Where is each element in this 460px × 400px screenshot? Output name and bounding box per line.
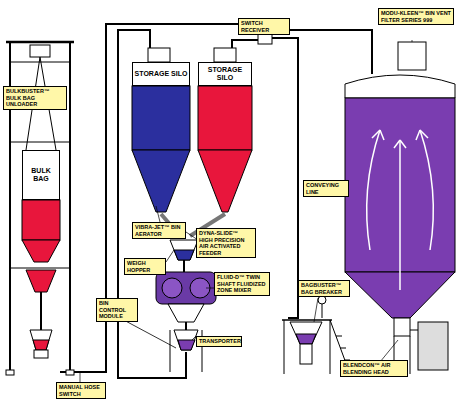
blue-silo — [132, 150, 190, 212]
bag-breaker — [296, 334, 316, 344]
blending-silo — [345, 42, 455, 318]
unloader-frame — [6, 370, 14, 375]
callout-label: CONVEYING LINE — [303, 180, 349, 197]
mixer — [162, 278, 182, 298]
bag-breaker — [322, 304, 323, 318]
weigh-hopper — [174, 250, 194, 260]
red-silo — [214, 48, 236, 62]
conveying-line — [232, 40, 258, 48]
conveying-line — [272, 30, 372, 74]
bag-breaker — [300, 344, 312, 364]
blue-silo — [148, 48, 170, 62]
bag-breaker — [282, 319, 332, 321]
unloader-frame — [10, 142, 70, 143]
node-label: STORAGE SILO — [135, 70, 188, 78]
air-flow-arrows — [420, 130, 433, 250]
air-flow-arrows — [367, 130, 434, 290]
leader-line — [80, 30, 412, 382]
air-flow-arrows — [372, 130, 384, 140]
bulk-bag-material — [22, 200, 60, 240]
mixer — [168, 304, 204, 322]
blending-silo — [345, 75, 455, 98]
blending-head — [394, 318, 410, 336]
transporter — [174, 330, 198, 350]
callout-label: BLENDCON™ AIR BLENDING HEAD — [340, 360, 408, 377]
blue-silo — [132, 86, 190, 150]
air-flow-arrows — [399, 140, 401, 290]
unloader-frame — [66, 370, 74, 375]
unloader-frame — [10, 268, 70, 269]
weigh-hopper — [170, 240, 198, 260]
node-label: BULK BAG — [23, 167, 59, 183]
leader-line — [80, 372, 81, 382]
blending-head — [410, 336, 411, 374]
blending-head — [418, 322, 448, 370]
bulk-bag-material — [33, 340, 49, 350]
transporter — [178, 340, 195, 350]
callout-label: SWITCH RECEIVER — [238, 18, 290, 35]
silo-box: STORAGE SILO — [132, 62, 190, 86]
callout-label: VIBRA-JET™ BIN AERATOR — [132, 222, 186, 239]
blending-head — [410, 330, 418, 331]
switch-receiver — [258, 34, 272, 44]
mixer — [156, 272, 216, 330]
leader-line — [166, 250, 174, 262]
leader-line — [206, 288, 214, 289]
bulk-bag-material — [22, 240, 60, 262]
silo-box: STORAGE SILO — [198, 62, 252, 86]
control-wire — [120, 318, 176, 348]
callout-label: MANUAL HOSE SWITCH — [56, 382, 106, 399]
weigh-hopper — [170, 240, 198, 272]
mixer — [185, 322, 187, 330]
red-silo — [198, 48, 252, 212]
callout-label: BIN CONTROL MODULE — [96, 298, 138, 322]
bulk-bag: BULK BAG — [22, 150, 60, 200]
bulk-bag-material — [22, 200, 60, 358]
weigh-hopper — [183, 260, 185, 272]
red-silo — [198, 86, 252, 150]
red-silo — [198, 150, 252, 212]
node-label: STORAGE SILO — [199, 66, 251, 82]
air-flow-arrows — [367, 130, 380, 250]
bulk-bag-material — [34, 350, 48, 358]
bag-breaker — [330, 320, 331, 374]
air-flow-arrows — [394, 140, 406, 148]
callout-label: MODU-KLEEN™ BIN VENT FILTER SERIES 999 — [378, 8, 454, 25]
bag-breaker — [290, 322, 322, 344]
unloader-frame — [30, 45, 50, 57]
bulk-bag-material — [26, 270, 56, 292]
callout-label: TRANSPORTER — [196, 336, 242, 347]
conveying-line — [60, 24, 265, 372]
mixer — [156, 272, 216, 304]
callout-label: BULKBUSTER™ BULK BAG UNLOADER — [3, 86, 67, 110]
blue-silo — [132, 48, 190, 212]
callout-label: WEIGH HOPPER — [124, 258, 166, 275]
transporter — [170, 330, 171, 372]
bag-breaker — [284, 320, 285, 374]
leader-line — [412, 40, 413, 42]
leader-line — [380, 340, 398, 362]
callout-label: BAGBUSTER™ BAG BREAKER — [298, 280, 350, 297]
conveying-line — [60, 24, 372, 378]
bulk-bag-material — [30, 330, 52, 350]
unloader-frame — [10, 62, 70, 63]
leader-line — [314, 298, 318, 322]
blending-silo — [398, 42, 426, 70]
bulk-bag-material — [40, 292, 42, 330]
conveying-line — [272, 38, 298, 318]
bag-breaker — [340, 348, 346, 349]
callout-label: DYNA-SLIDE™ HIGH PRECISION AIR ACTIVATED… — [196, 228, 256, 258]
unloader-frame — [69, 42, 71, 372]
bag-breaker — [318, 296, 326, 304]
bag-breaker — [336, 336, 342, 337]
callout-label: FLUID-D™ TWIN SHAFT FLUIDIZED ZONE MIXER — [214, 272, 270, 296]
air-flow-arrows — [416, 130, 428, 140]
unloader-frame — [6, 41, 74, 44]
